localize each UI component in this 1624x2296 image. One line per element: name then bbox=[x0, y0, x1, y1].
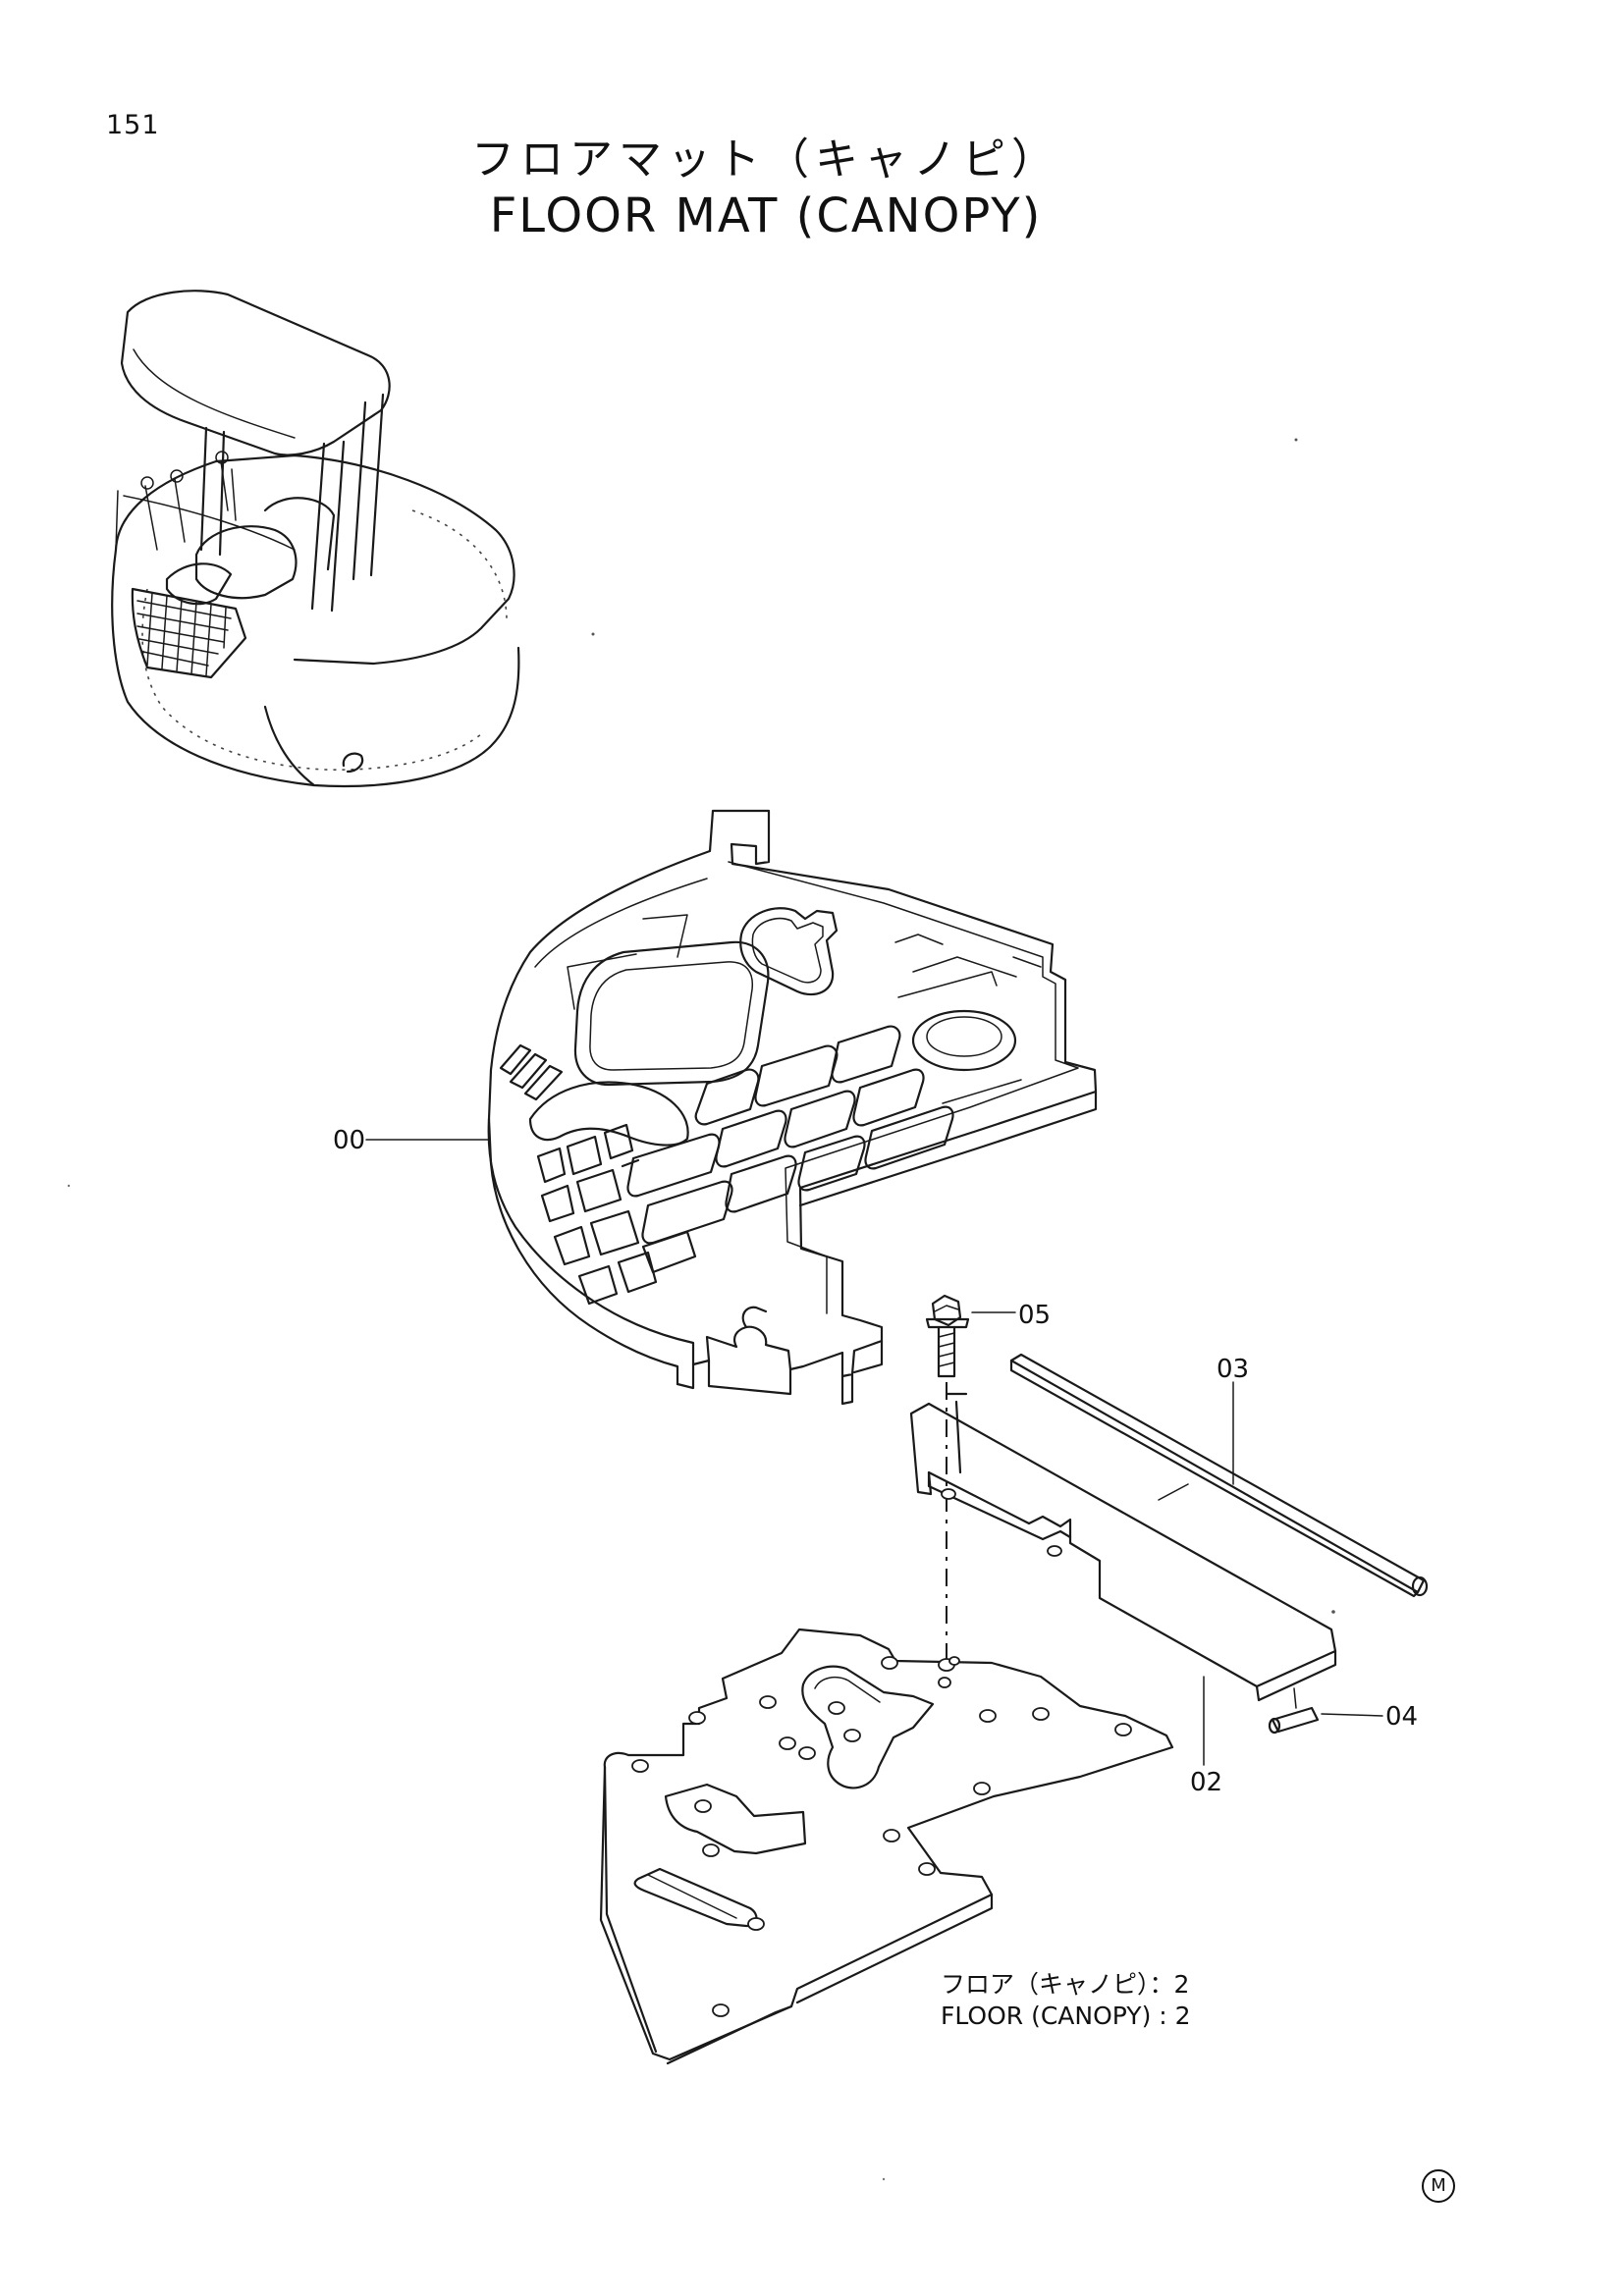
callout-leaders bbox=[365, 1139, 1383, 1766]
callout-02: 02 bbox=[1190, 1768, 1223, 1797]
title-english: FLOOR MAT (CANOPY) bbox=[489, 188, 1043, 243]
machine-overview-illustration bbox=[111, 290, 520, 788]
circled-m-mark: M bbox=[1422, 2169, 1455, 2203]
applicability-note: フロア（キャノピ）：2 FLOOR (CANOPY) : 2 bbox=[941, 1969, 1191, 2032]
page-title: フロアマット（キャノピ） FLOOR MAT (CANOPY) bbox=[422, 133, 1110, 243]
seal-strip-part bbox=[1009, 1353, 1429, 1598]
page-number: 151 bbox=[106, 110, 160, 140]
pin-part bbox=[1268, 1687, 1320, 1735]
bolt-part bbox=[925, 1294, 970, 1659]
note-english: FLOOR (CANOPY) : 2 bbox=[941, 2002, 1191, 2030]
callout-03: 03 bbox=[1217, 1355, 1250, 1384]
floor-mat-part bbox=[487, 809, 1098, 1406]
mat-tread-pattern bbox=[536, 971, 1022, 1306]
title-japanese: フロアマット（キャノピ） bbox=[471, 134, 1060, 185]
callout-04: 04 bbox=[1385, 1702, 1419, 1732]
scan-speckles bbox=[67, 438, 1335, 2181]
floor-mat-highlight bbox=[131, 562, 247, 679]
floor-plate-part bbox=[599, 1392, 1337, 2065]
note-japanese: フロア（キャノピ）：2 bbox=[941, 1970, 1190, 1999]
callout-00: 00 bbox=[333, 1126, 366, 1155]
callout-05: 05 bbox=[1018, 1301, 1052, 1330]
